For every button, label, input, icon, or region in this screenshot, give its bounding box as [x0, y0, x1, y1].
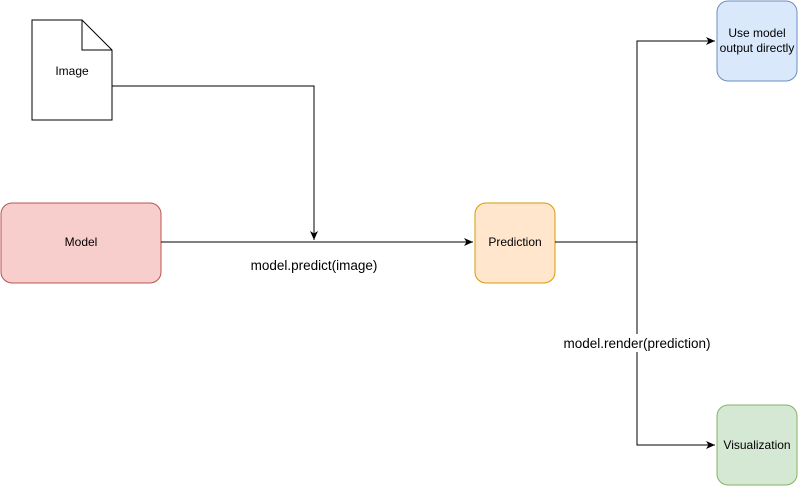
prediction-box — [474, 202, 556, 284]
use-output-label-line-2: output directly — [720, 41, 795, 55]
edge-image-to-junction — [112, 85, 318, 240]
model-node: Model — [0, 202, 162, 284]
edge-prediction-to-use-output — [555, 37, 715, 243]
image-label: Image — [55, 64, 89, 78]
document-shape — [31, 19, 113, 121]
edge-prediction-to-visualization — [636, 242, 715, 449]
visualization-node: Visualization — [716, 404, 798, 486]
document-fold — [81, 20, 112, 51]
prediction-node: Prediction — [474, 202, 556, 284]
visualization-box — [716, 404, 798, 486]
model-box — [0, 202, 162, 284]
image-node: Image — [31, 19, 113, 121]
use-output-label-line-1: Use model — [728, 26, 785, 40]
model-label: Model — [65, 235, 98, 249]
prediction-label: Prediction — [488, 235, 541, 249]
render-label-background — [557, 334, 717, 352]
visualization-label: Visualization — [723, 438, 790, 452]
predict-edge-label: model.predict(image) — [251, 258, 378, 273]
use-output-node: Use model output directly — [716, 0, 798, 82]
use-output-box — [716, 0, 798, 82]
render-edge-label: model.render(prediction) — [563, 336, 710, 351]
